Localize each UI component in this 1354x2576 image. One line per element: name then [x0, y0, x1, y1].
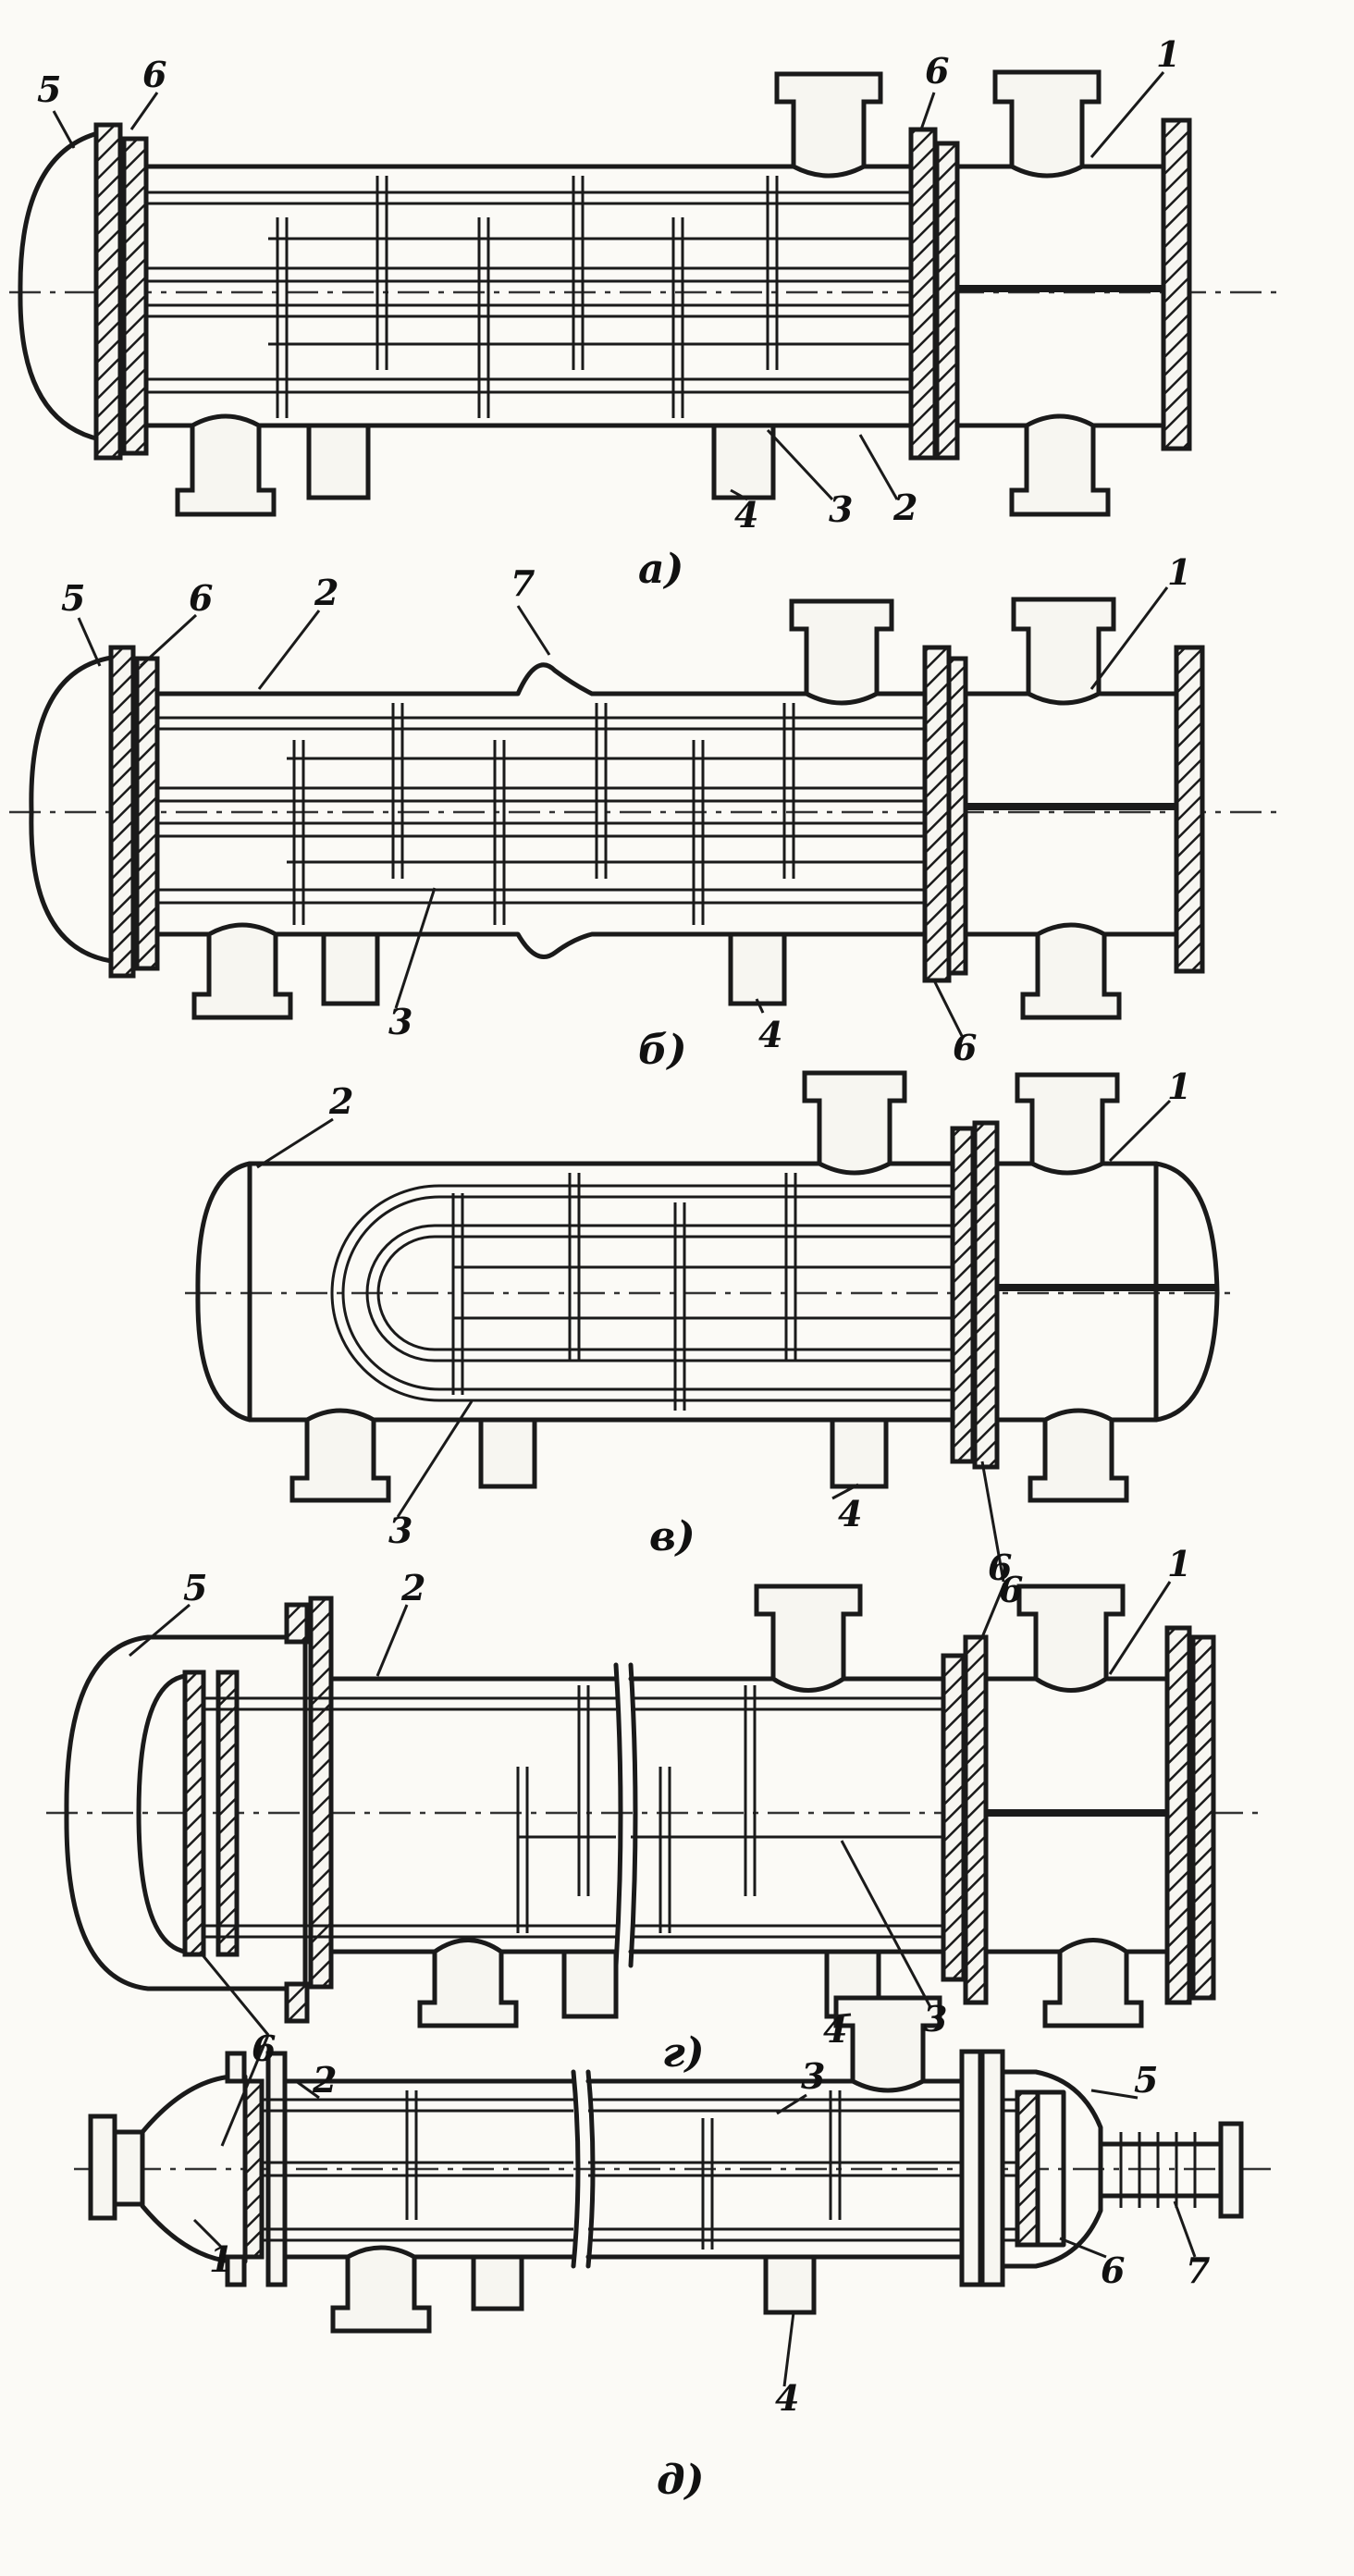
view-a-nozzle [774, 71, 883, 179]
view-d-label-chamber: 1 [1167, 1543, 1192, 1584]
view-d-caption: г) [662, 2029, 705, 2077]
view-d-label-floating-head: 6 [252, 2028, 277, 2069]
view-c-label-chamber: 1 [1167, 1066, 1192, 1107]
view-c-label-tubes: 3 [388, 1510, 413, 1551]
view-c-u-tube [185, 1070, 1239, 1503]
view-e-label-head: 5 [1134, 2059, 1159, 2101]
view-d-label-head: 5 [183, 1567, 208, 1608]
view-c-label-sheet: 6 [999, 1569, 1024, 1610]
view-a-tubesheet [908, 127, 938, 461]
view-a-caption: а) [638, 546, 684, 593]
view-a-label-tubes: 3 [829, 488, 854, 530]
view-e-label-shell: 2 [313, 2059, 338, 2101]
view-b-label-tubes: 3 [388, 1001, 413, 1042]
view-a-support [306, 423, 371, 500]
view-c-label-support: 4 [838, 1493, 863, 1535]
view-c-label-shell: 2 [329, 1080, 354, 1122]
view-a-fixed-tubesheet [9, 69, 1286, 517]
view-b-label-chamber: 1 [1167, 551, 1192, 593]
view-a-label-flange-right: 6 [925, 50, 950, 92]
view-e-floating-head [1015, 2089, 1040, 2248]
view-c-tubesheet [950, 1126, 976, 1464]
view-a-label-chamber: 1 [1156, 33, 1181, 75]
view-d-label-tubes: 3 [923, 1998, 948, 2040]
view-d-label-shell: 2 [401, 1567, 426, 1608]
view-a-label-support: 4 [734, 494, 759, 536]
view-a-label-head: 5 [37, 68, 62, 110]
view-a-label-shell: 2 [893, 487, 918, 528]
view-d-label-support: 4 [823, 2009, 848, 2051]
view-d-floating-head [46, 1584, 1258, 2028]
view-b-caption: б) [638, 1027, 687, 1074]
view-b-label-shell: 2 [314, 572, 339, 613]
view-e-label-compensator: 7 [1186, 2249, 1211, 2291]
view-b-label-flange-right: 6 [953, 1027, 978, 1068]
view-a-label-flange-left: 6 [142, 54, 167, 95]
view-e-label-tubes: 3 [801, 2055, 826, 2097]
view-d-label-sheet: 6 [988, 1547, 1013, 1588]
view-a-head [18, 127, 121, 445]
view-b-head [29, 654, 121, 965]
view-e-label-floating-head: 6 [1101, 2249, 1126, 2291]
leader-lines [52, 71, 1197, 2387]
view-b-with-compensator [9, 597, 1286, 1020]
view-e-label-chamber: 1 [209, 2238, 234, 2280]
view-e-compensator [1218, 2121, 1244, 2219]
view-b-label-compensator: 7 [511, 562, 535, 604]
view-b-label-support: 4 [758, 1014, 783, 1055]
view-b-label-head: 5 [61, 577, 86, 619]
view-e-bellows [74, 1995, 1276, 2334]
view-c-caption: в) [649, 1513, 695, 1560]
view-e-caption: д) [657, 2457, 705, 2504]
view-b-label-flange-left: 6 [189, 577, 214, 619]
view-e-label-support: 4 [775, 2377, 800, 2419]
view-a-flange-left [93, 122, 123, 461]
